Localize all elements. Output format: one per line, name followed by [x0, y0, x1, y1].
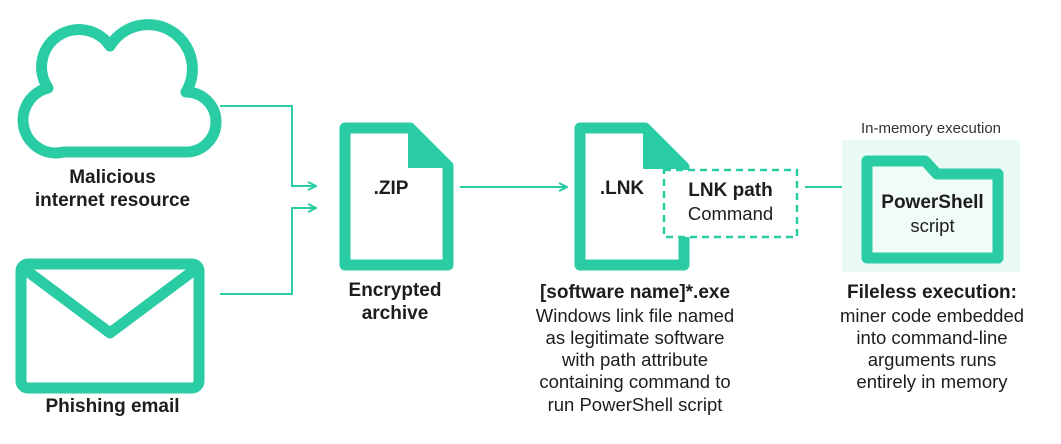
malicious-label-line2: internet resource	[34, 189, 191, 211]
powershell-line2: script	[910, 214, 955, 236]
lnk-caption-line: with path attribute	[561, 349, 709, 371]
malicious-resource-label: Malicious internet resource	[0, 167, 225, 213]
powershell-line1: PowerShell	[881, 192, 984, 213]
lnk-caption-line: run PowerShell script	[547, 393, 723, 415]
powershell-caption-line: entirely in memory	[856, 371, 1008, 393]
arrow-cloud-to-zip	[220, 105, 316, 186]
zip-file-label: .ZIP	[373, 178, 409, 199]
envelope-icon	[15, 258, 205, 394]
powershell-caption-title: Fileless execution:	[846, 282, 1017, 303]
lnk-caption-title: [software name]*.exe	[539, 282, 731, 303]
cloud-icon	[17, 19, 222, 159]
lnk-path-command: Command	[687, 202, 774, 224]
malicious-label-line1: Malicious	[69, 167, 156, 188]
lnk-caption-line: as legitimate software	[545, 326, 725, 348]
lnk-caption-line: Windows link file named	[535, 304, 735, 326]
zip-caption-line2: archive	[361, 302, 429, 324]
lnk-path-text: LNK path Command	[664, 180, 797, 225]
in-memory-label: In-memory execution	[860, 120, 1002, 137]
zip-file-icon	[339, 122, 454, 271]
powershell-caption-line: into command-line	[856, 326, 1008, 348]
zip-caption: Encrypted archive	[315, 280, 475, 326]
powershell-caption-line: arguments runs	[867, 349, 997, 371]
lnk-path-box	[662, 168, 799, 239]
phishing-email-label: Phishing email	[0, 396, 225, 419]
phishing-label-text: Phishing email	[45, 396, 180, 417]
arrow-email-to-zip	[220, 208, 316, 295]
zip-caption-line1: Encrypted	[348, 280, 442, 301]
lnk-caption-line: containing command to	[539, 371, 731, 393]
powershell-caption-line: miner code embedded	[839, 304, 1025, 326]
lnk-caption: [software name]*.exe Windows link file n…	[500, 282, 770, 416]
folder-icon	[861, 155, 1004, 264]
powershell-script-label: PowerShell script	[867, 192, 998, 237]
lnk-path-title: LNK path	[688, 180, 773, 201]
powershell-caption: Fileless execution: miner code embedded …	[812, 282, 1052, 394]
lnk-file-label: .LNK	[599, 178, 645, 199]
